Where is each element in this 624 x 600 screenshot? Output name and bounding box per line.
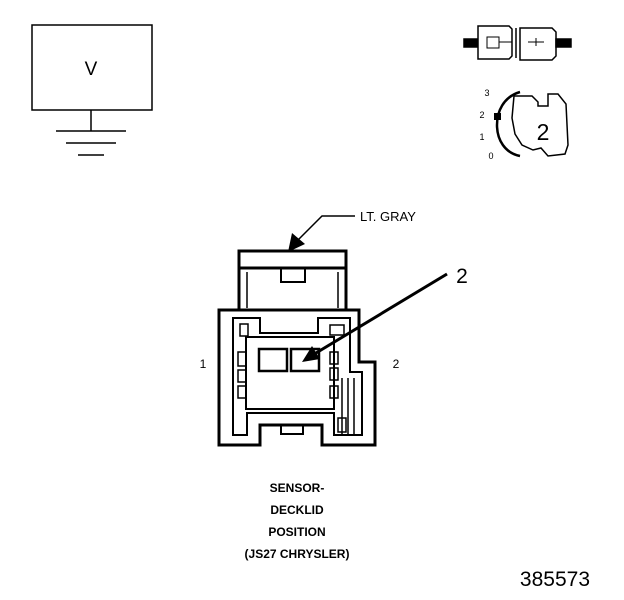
caption-line-2: DECKLID: [270, 503, 324, 517]
pin-housing-face: [511, 93, 569, 157]
color-leader-line: [297, 215, 355, 241]
figure-number: 385573: [520, 568, 590, 591]
caption-line-1: SENSOR-: [270, 481, 325, 495]
pin-view-icon: [494, 90, 569, 158]
connector-outer-shell: [217, 308, 377, 447]
caption-line-3: POSITION: [268, 525, 325, 539]
side-label-left: 1: [200, 357, 207, 371]
color-arrowhead: [288, 233, 305, 252]
pin-leader-line: [315, 272, 448, 355]
terminal-cavity-2: [289, 347, 321, 373]
side-lock-left-1: [237, 351, 247, 367]
bottom-tab: [280, 424, 304, 435]
latch-right-leg: [328, 268, 348, 312]
scale-label-1: 1: [479, 132, 484, 142]
side-lock-left-3: [237, 385, 247, 399]
terminal-cavity-1: [257, 347, 289, 373]
side-lock-right-2: [329, 367, 339, 381]
caption-line-4: (JS27 CHRYSLER): [245, 547, 350, 561]
voltmeter-box: [31, 24, 153, 111]
connector-color-label: LT. GRAY: [360, 209, 416, 224]
side-lock-upper-right: [329, 324, 345, 336]
latch-left-leg: [237, 268, 258, 312]
pin-callout-number: 2: [456, 265, 468, 288]
latch-tab: [280, 267, 306, 283]
plug-female-half: [519, 27, 557, 61]
side-lock-upper-left: [239, 323, 249, 337]
pin-arc: [495, 90, 521, 158]
side-lock-left-2: [237, 369, 247, 383]
voltmeter-label: V: [85, 59, 98, 80]
voltmeter-symbol: [31, 24, 153, 156]
side-lock-right-1: [329, 351, 339, 365]
color-callout: [288, 215, 355, 252]
latch-top-bar: [237, 249, 348, 270]
connector-plug-icon: [463, 25, 572, 61]
plug-right-wire: [555, 38, 572, 48]
scale-label-3: 3: [484, 88, 489, 98]
side-label-right: 2: [393, 357, 400, 371]
plug-male-tab: [486, 36, 500, 49]
pin-marker: [494, 113, 501, 120]
pin-callout: [302, 272, 448, 362]
pin-view-number: 2: [537, 119, 550, 145]
pin-arrowhead: [302, 346, 320, 362]
connector-inner-cavity: [232, 317, 363, 436]
scale-label-2: 2: [479, 110, 484, 120]
side-lock-lower-right: [337, 417, 347, 433]
plug-left-wire: [463, 38, 479, 48]
connector-face: [217, 249, 377, 447]
scale-label-0: 0: [488, 151, 493, 161]
side-lock-right-3: [329, 385, 339, 399]
